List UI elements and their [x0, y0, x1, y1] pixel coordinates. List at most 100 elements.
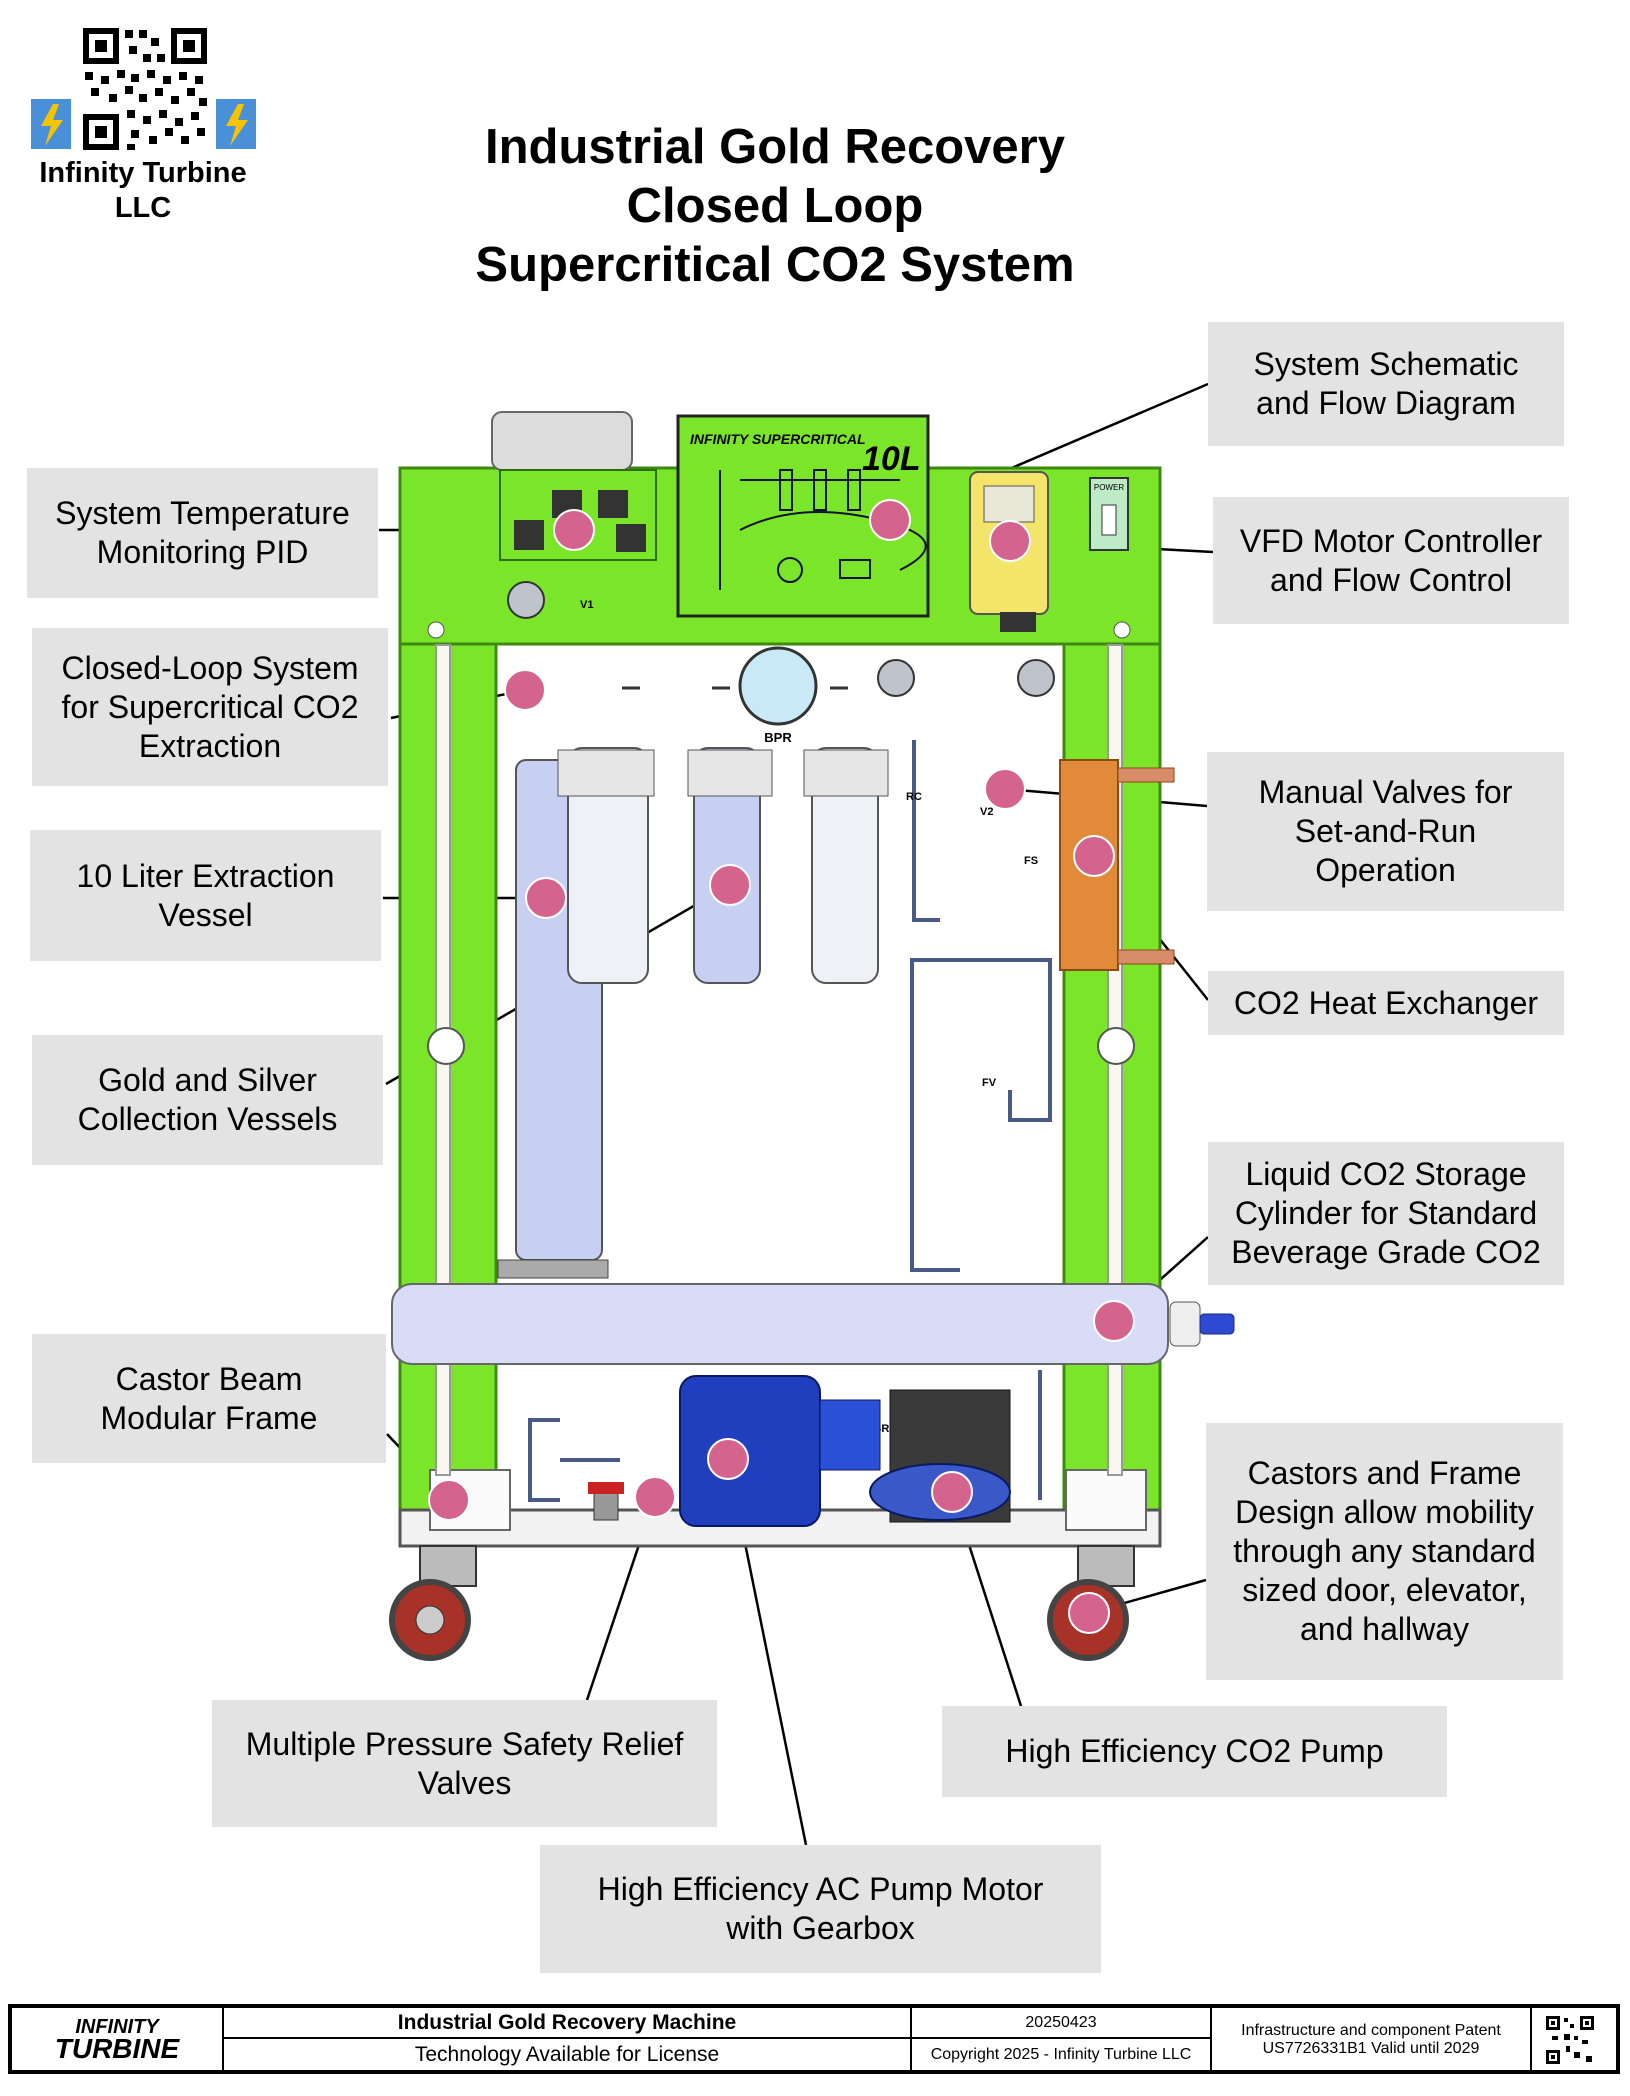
collection-vessels	[557, 747, 889, 984]
relief-valve	[588, 1482, 624, 1521]
callout-line: for Supercritical CO2	[61, 688, 359, 725]
callout-line: Modular Frame	[100, 1399, 318, 1436]
callout-line: Extraction	[138, 727, 282, 764]
pressure-gauges	[507, 581, 1055, 697]
company-suffix: LLC	[114, 192, 172, 224]
callout-line: Operation	[1315, 852, 1456, 888]
marker	[553, 509, 595, 551]
footer-qr-icon	[1546, 2016, 1594, 2064]
marker	[709, 864, 751, 906]
callout-line: sized door, elevator,	[1242, 1572, 1527, 1608]
title-line: Industrial Gold Recovery	[485, 120, 1065, 174]
panel-size: 10L	[862, 440, 921, 478]
callout-line: Collection Vessels	[77, 1101, 338, 1137]
callout-line: High Efficiency CO2 Pump	[1005, 1733, 1384, 1769]
callout-line: Gold and Silver	[98, 1062, 317, 1098]
callout-line: Multiple Pressure Safety Relief	[245, 1725, 684, 1762]
footer-machine-name: Industrial Gold Recovery Machine	[224, 2008, 910, 2039]
callout-line: with Gearbox	[726, 1910, 915, 1946]
marker	[634, 1476, 676, 1518]
callout-line: and Flow Control	[1270, 561, 1512, 598]
storage-cylinder	[391, 1283, 1235, 1365]
callout-line: VFD Motor Controller	[1239, 522, 1543, 559]
power-label: POWER	[1094, 483, 1124, 492]
valve-label: RC	[906, 791, 922, 803]
marker	[428, 1479, 470, 1521]
callout-line: and Flow Diagram	[1256, 385, 1516, 421]
valve-label: FV	[982, 1077, 997, 1089]
callout-line: Closed-Loop System	[61, 649, 359, 686]
marker	[525, 877, 567, 919]
marker	[984, 768, 1026, 810]
footer-brand-line: INFINITY	[75, 2016, 159, 2038]
power-switch: POWER	[1089, 477, 1129, 551]
title-block: INFINITY TURBINE Industrial Gold Recover…	[8, 2004, 1620, 2074]
callout-line: Castor Beam	[115, 1360, 303, 1397]
callout-line: CO2 Heat Exchanger	[1233, 984, 1539, 1021]
callout-line: Monitoring PID	[96, 534, 309, 570]
marker	[931, 1471, 973, 1513]
bpr-label: BPR	[764, 730, 792, 745]
footer-brand: INFINITY TURBINE	[12, 2008, 224, 2070]
marker	[707, 1438, 749, 1480]
marker	[869, 499, 911, 541]
marker	[989, 520, 1031, 562]
qr-code-icon	[30, 28, 256, 150]
company-badge: BPR	[738, 646, 818, 745]
company-name: Infinity Turbine	[39, 157, 247, 189]
callout-line: Vessel	[158, 896, 253, 933]
callout-line: Liquid CO2 Storage	[1245, 1156, 1527, 1192]
callout-pump: High Efficiency CO2 Pump	[942, 1706, 1447, 1797]
valve-label: V1	[580, 599, 593, 611]
markers	[428, 499, 1135, 1634]
footer-patent-line: US7726331B1 Valid until 2029	[1262, 2040, 1480, 2057]
callout-line: 10 Liter Extraction	[76, 857, 335, 894]
castor-wheels	[389, 1545, 1135, 1661]
callout-line: Manual Valves for	[1258, 774, 1513, 810]
footer-patent-line: Infrastructure and component Patent	[1241, 2022, 1501, 2039]
footer-license: Technology Available for License	[414, 2042, 720, 2066]
footer-date: 20250423	[912, 2008, 1210, 2039]
footer-patent-cell: Infrastructure and component Patent US77…	[1212, 2008, 1532, 2070]
footer-date-cell: 20250423 Copyright 2025 - Infinity Turbi…	[912, 2008, 1212, 2070]
title-line: Closed Loop	[626, 179, 924, 233]
callout-line: Design allow mobility	[1235, 1494, 1534, 1530]
callout-line: High Efficiency AC Pump Motor	[597, 1871, 1044, 1907]
valve-label: V2	[980, 806, 993, 818]
footer-brand-line: TURBINE	[54, 2033, 180, 2064]
piping	[528, 740, 1052, 1502]
vessel-cap	[491, 411, 633, 471]
marker	[1068, 1592, 1110, 1634]
callout-line: Beverage Grade CO2	[1231, 1234, 1541, 1270]
company-logo: Infinity Turbine LLC	[28, 24, 258, 234]
callout-line: Set-and-Run	[1294, 813, 1477, 849]
page-title: Industrial Gold Recovery Closed Loop Sup…	[380, 118, 1170, 295]
marker	[504, 669, 546, 711]
footer-description: Industrial Gold Recovery Machine Technol…	[224, 2008, 912, 2070]
callout-line: System Temperature	[55, 495, 350, 531]
callout-line: through any standard	[1233, 1533, 1536, 1569]
marker	[1093, 1300, 1135, 1342]
valve-label: FS	[1024, 855, 1038, 867]
callout-line: Cylinder for Standard	[1234, 1195, 1538, 1231]
callout-line: Castors and Frame	[1247, 1455, 1522, 1491]
title-line: Supercritical CO2 System	[475, 238, 1075, 292]
callout-heat-exchanger: CO2 Heat Exchanger	[1208, 971, 1564, 1035]
callout-line: Valves	[417, 1764, 512, 1801]
marker	[1073, 835, 1115, 877]
pump-motor	[679, 1375, 1011, 1527]
callout-line: System Schematic	[1253, 346, 1519, 382]
